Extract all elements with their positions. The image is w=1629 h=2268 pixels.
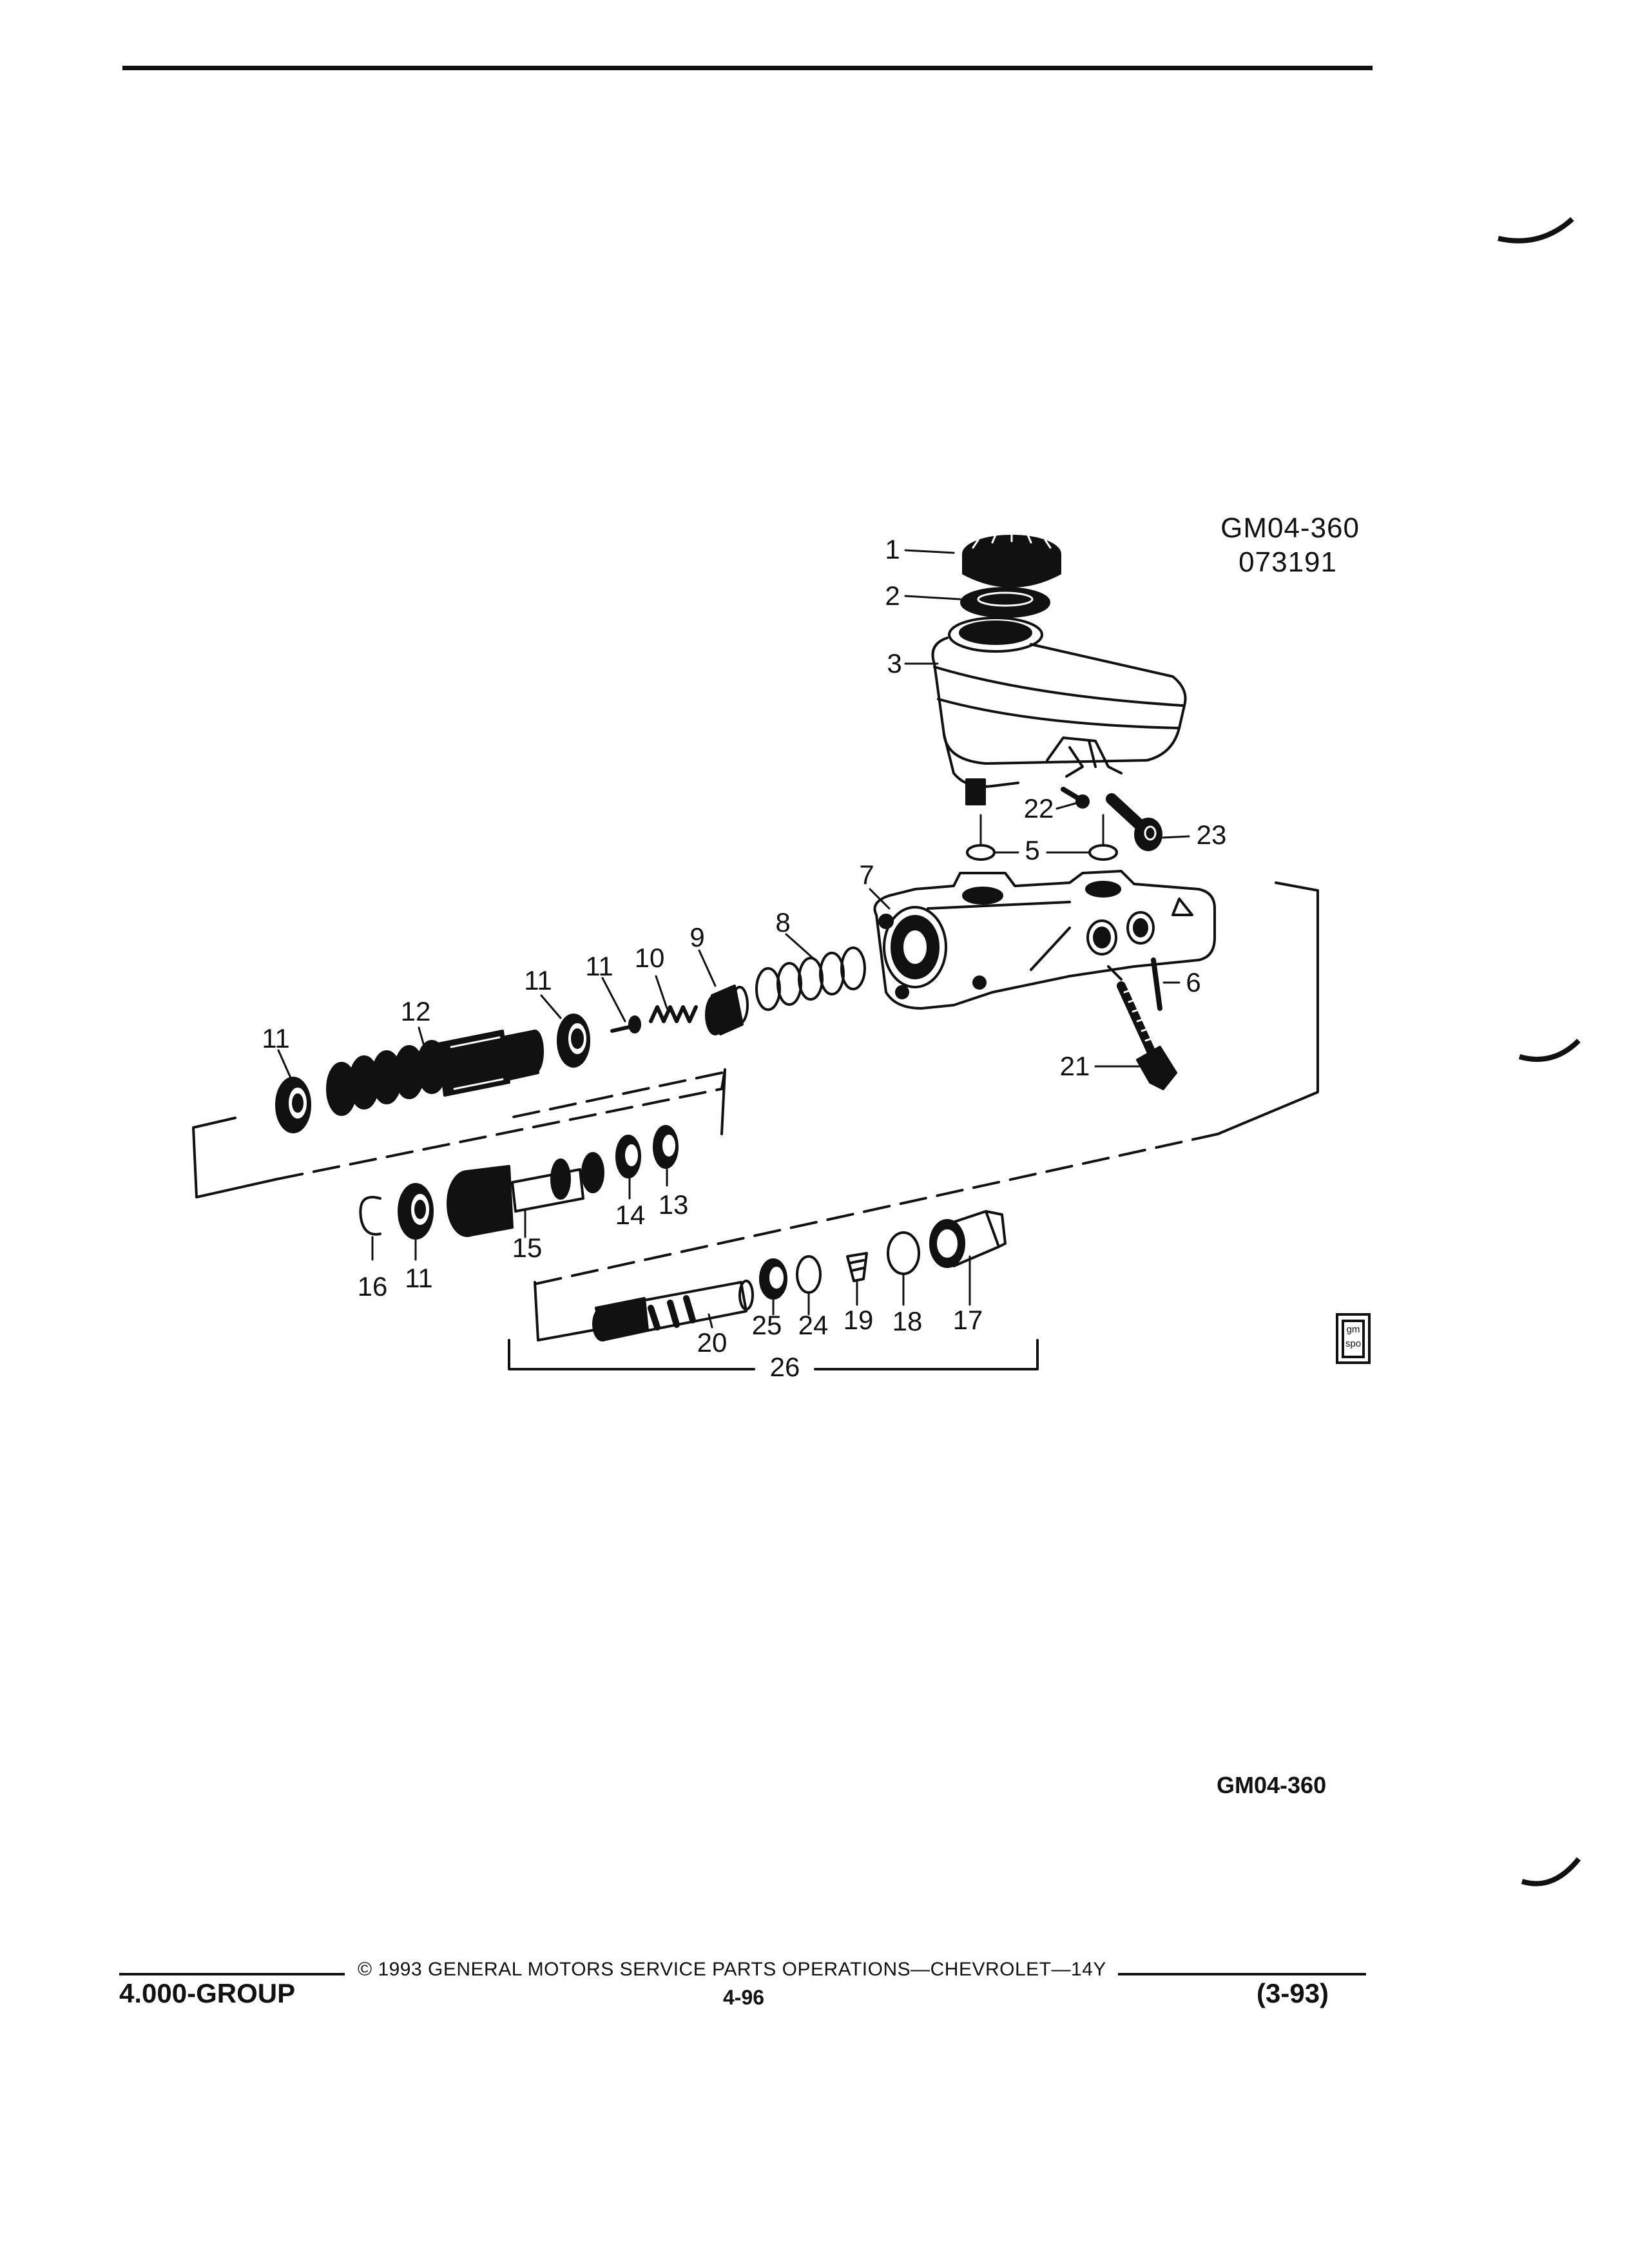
- part-22-bolt: [1061, 787, 1090, 809]
- footer-rule-left: [119, 1973, 345, 1975]
- part-7-spring: [755, 947, 866, 1011]
- callout-6: 7: [859, 860, 874, 890]
- callout-1: 1: [885, 534, 900, 564]
- part-1-reservoir-cap: [962, 531, 1061, 588]
- part-21-bleeder: [1117, 981, 1177, 1090]
- footer-page-number: 4-96: [723, 1986, 765, 2009]
- callout-3: 3: [887, 648, 902, 678]
- footer-group: 4.000-GROUP: [119, 1978, 296, 2008]
- callout-21: 21: [1059, 1051, 1090, 1081]
- part-4-seal-left: [966, 844, 996, 861]
- callout-11-c: 11: [405, 1263, 433, 1293]
- callout-9: 10: [634, 943, 665, 973]
- callout-11-b: 11: [262, 1023, 290, 1053]
- badge-text-gm: gm: [1346, 1324, 1360, 1335]
- callout-4: 5: [1025, 835, 1040, 865]
- callout-22: 22: [1023, 793, 1054, 823]
- callout-2: 2: [885, 581, 900, 611]
- callout-18: 18: [892, 1306, 923, 1336]
- callout-13: 13: [658, 1189, 689, 1220]
- part-16-snap-ring: [359, 1196, 381, 1236]
- part-12-primary-piston: [326, 1030, 544, 1116]
- callout-11-a: 11: [524, 965, 552, 995]
- callout-20: 20: [697, 1327, 728, 1358]
- part-11-seal-left: [275, 1077, 311, 1133]
- figure-date: 073191: [1239, 546, 1337, 578]
- callout-16: 16: [357, 1271, 388, 1302]
- part-10-valve: [610, 1015, 641, 1033]
- part-11-seal-lower: [398, 1183, 434, 1240]
- badge-text-spo: spo: [1345, 1338, 1362, 1349]
- callout-19: 19: [843, 1305, 874, 1335]
- part-14-seal: [615, 1135, 641, 1178]
- footer-copyright: © 1993 GENERAL MOTORS SERVICE PARTS OPER…: [358, 1959, 1106, 1980]
- part-18-o-ring: [887, 1231, 920, 1275]
- callout-5: 6: [1186, 967, 1201, 997]
- callout-12: 12: [400, 996, 431, 1026]
- part-3-reservoir: [931, 617, 1187, 805]
- part-2-diaphragm: [960, 587, 1050, 618]
- callout-7: 8: [775, 907, 791, 937]
- callout-26: 26: [769, 1352, 800, 1382]
- callout-10: 11: [585, 951, 613, 981]
- part-13-seal: [653, 1125, 679, 1169]
- callout-15: 15: [512, 1233, 543, 1263]
- part-8-cup: [705, 985, 749, 1035]
- part-23-pin: [1106, 793, 1162, 851]
- part-15-secondary-piston: [447, 1152, 604, 1237]
- top-rule: [122, 66, 1373, 70]
- footer-rule-right: [1118, 1973, 1366, 1975]
- callout-14: 14: [615, 1200, 646, 1230]
- part-4-seal-right: [1088, 844, 1118, 861]
- callout-25: 25: [751, 1310, 782, 1340]
- figure-code: GM04-360: [1220, 512, 1360, 544]
- part-19-valve: [846, 1252, 868, 1282]
- part-5-pin: [1151, 957, 1162, 1011]
- callout-24: 24: [798, 1310, 829, 1340]
- callout-23: 23: [1196, 820, 1227, 850]
- part-17-plug: [929, 1210, 1007, 1268]
- part-9-spring: [649, 1005, 698, 1023]
- part-25-seal: [759, 1258, 787, 1300]
- gm-spo-badge: [1336, 1313, 1371, 1364]
- part-11-seal-upper: [557, 1014, 590, 1068]
- footer-revision: (3-93): [1257, 1978, 1329, 2008]
- callout-17: 17: [952, 1305, 983, 1335]
- part-24-o-ring: [796, 1255, 822, 1294]
- callout-8: 9: [689, 922, 705, 952]
- figure-code-bottom: GM04-360: [1217, 1772, 1327, 1798]
- part-6-cylinder-body: [873, 870, 1216, 1010]
